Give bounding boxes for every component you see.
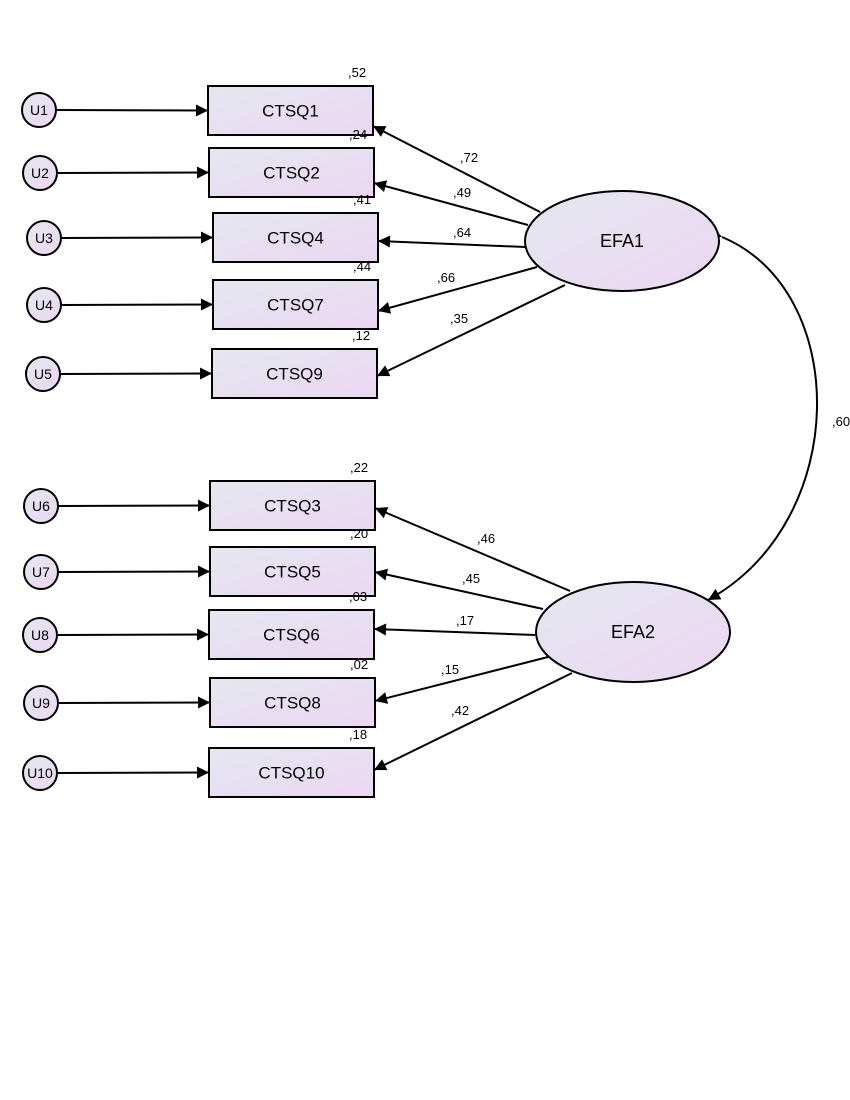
factor-efa1[interactable]: EFA1	[524, 190, 720, 292]
error-term-circle	[26, 287, 62, 323]
observed-variable-box	[208, 147, 375, 198]
observed-variable-label: CTSQ6	[263, 626, 320, 645]
r-squared-label: ,52	[348, 65, 366, 80]
error-term-label: U10	[27, 765, 53, 781]
error-term-label: U8	[31, 627, 49, 643]
error-path-arrow	[56, 166, 210, 179]
error-path-arrow	[55, 104, 209, 117]
error-path-arrow	[60, 298, 214, 311]
error-path-arrow	[57, 499, 211, 512]
error-term-circle	[21, 92, 57, 128]
error-term-label: U6	[32, 498, 50, 514]
observed-variable-box	[212, 279, 379, 330]
observed-variable-label: CTSQ4	[267, 229, 324, 248]
r-squared-label: ,12	[352, 328, 370, 343]
error-term-circle	[23, 488, 59, 524]
error-term-circle	[22, 617, 58, 653]
error-path-arrow	[59, 367, 213, 380]
loading-arrow	[376, 284, 566, 377]
factor-efa2[interactable]: EFA2	[535, 581, 731, 683]
r-squared-label: ,20	[350, 526, 368, 541]
factor-ellipse	[524, 190, 720, 292]
loading-arrow	[377, 266, 538, 314]
loading-arrow	[377, 235, 526, 248]
error-path-arrow	[56, 766, 210, 779]
loading-label: ,66	[437, 270, 455, 285]
loading-label: ,17	[456, 613, 474, 628]
loading-label: ,42	[451, 703, 469, 718]
observed-variable-box	[209, 677, 376, 728]
factor-ellipse	[535, 581, 731, 683]
error-path-arrow	[60, 231, 214, 244]
error-term-label: U4	[35, 297, 53, 313]
observed-variable-box	[209, 546, 376, 597]
r-squared-label: ,03	[349, 589, 367, 604]
r-squared-label: ,02	[350, 657, 368, 672]
error-path-arrow	[57, 696, 211, 709]
factor-label: EFA2	[611, 622, 655, 642]
error-term-circle	[25, 356, 61, 392]
observed-variable-box	[209, 480, 376, 531]
error-path-arrow	[56, 628, 210, 641]
loading-label: ,49	[453, 185, 471, 200]
observed-variable-box	[208, 747, 375, 798]
observed-variable-box	[212, 212, 379, 263]
loading-label: ,72	[460, 150, 478, 165]
loading-label: ,46	[477, 531, 495, 546]
observed-variable-box	[211, 348, 378, 399]
observed-variable-label: CTSQ9	[266, 365, 323, 384]
error-term-label: U3	[35, 230, 53, 246]
loading-arrow	[372, 125, 541, 213]
error-term-circle	[23, 685, 59, 721]
loading-label: ,45	[462, 571, 480, 586]
observed-variable-label: CTSQ10	[258, 764, 324, 783]
observed-variable-box	[208, 609, 375, 660]
observed-variable-label: CTSQ8	[264, 694, 321, 713]
observed-variable-label: CTSQ5	[264, 563, 321, 582]
error-path-arrow	[57, 565, 211, 578]
factor-label: EFA1	[600, 231, 644, 251]
r-squared-label: ,41	[353, 192, 371, 207]
observed-variable-label: CTSQ2	[263, 164, 320, 183]
loading-arrow	[373, 180, 529, 226]
r-squared-label: ,24	[349, 127, 367, 142]
correlation-label: ,60	[832, 414, 850, 429]
error-term-label: U7	[32, 564, 50, 580]
error-term-circle	[22, 155, 58, 191]
error-term-circle	[23, 554, 59, 590]
error-term-label: U5	[34, 366, 52, 382]
observed-variable-label: CTSQ3	[264, 497, 321, 516]
error-term-label: U9	[32, 695, 50, 711]
loading-arrow	[373, 672, 573, 771]
r-squared-label: ,44	[353, 259, 371, 274]
loading-label: ,15	[441, 662, 459, 677]
loading-arrow	[374, 507, 571, 592]
observed-variable-box	[207, 85, 374, 136]
observed-variable-label: CTSQ7	[267, 296, 324, 315]
loading-arrow	[373, 623, 536, 636]
r-squared-label: ,18	[349, 727, 367, 742]
error-term-label: U2	[31, 165, 49, 181]
correlation-arrow	[707, 226, 818, 601]
r-squared-label: ,22	[350, 460, 368, 475]
loading-arrow	[374, 568, 544, 610]
error-term-circle	[22, 755, 58, 791]
error-term-label: U1	[30, 102, 48, 118]
error-term-circle	[26, 220, 62, 256]
loading-label: ,64	[453, 225, 471, 240]
observed-variable-label: CTSQ1	[262, 102, 319, 121]
loading-label: ,35	[450, 311, 468, 326]
loading-arrow	[374, 656, 549, 704]
